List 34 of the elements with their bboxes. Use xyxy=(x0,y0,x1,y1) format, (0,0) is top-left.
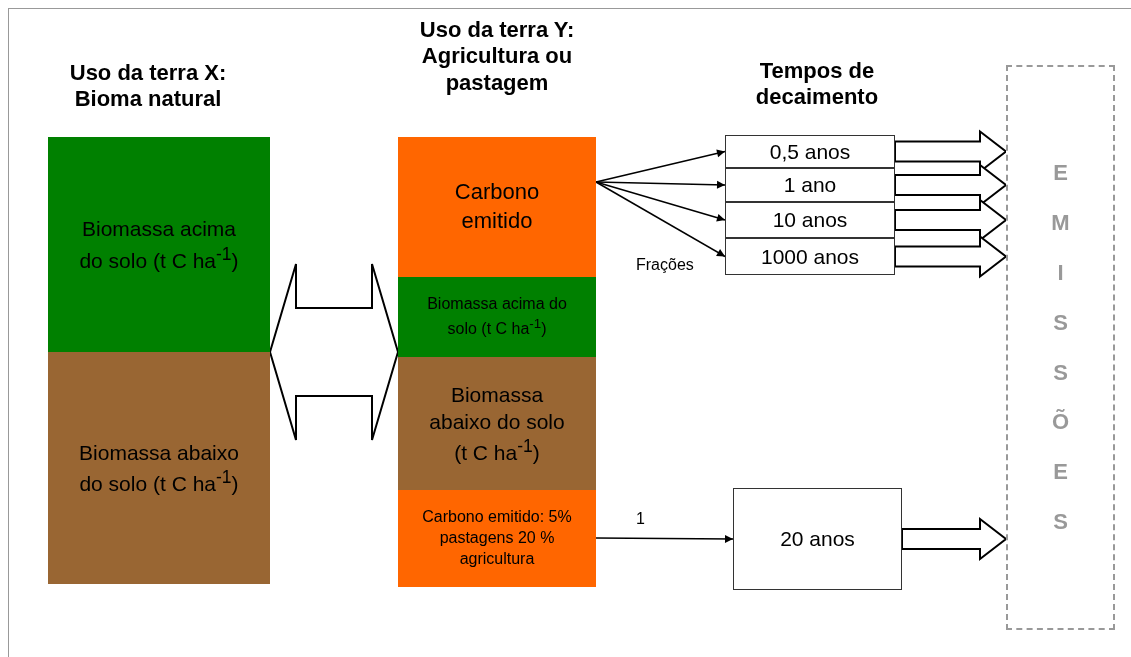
decay-time-box xyxy=(725,202,895,238)
biomass-block xyxy=(48,137,270,352)
arrow xyxy=(595,534,734,543)
block-label: Biomassa abaixo do solo (t C ha$^{-1}$) xyxy=(78,439,240,497)
block-label: Biomassa acima do solo (t C ha$^{-1}$) xyxy=(426,294,568,340)
column-heading: Uso da terra X: Bioma natural xyxy=(68,60,228,113)
biomass-block xyxy=(398,277,596,357)
block-label: Carbono emitido: 5% pastagens 20 % agricultura xyxy=(421,507,573,569)
decay-time-box xyxy=(733,488,902,590)
decay-time-box xyxy=(725,168,895,202)
block-label: Biomassa acima do solo (t C ha$^{-1}$) xyxy=(78,216,240,274)
column-heading: Tempos de decaimento xyxy=(754,58,880,111)
arrow xyxy=(595,181,726,222)
block-label: 1000 anos xyxy=(760,243,860,270)
biomass-block xyxy=(398,357,596,490)
block-arrow xyxy=(894,234,1008,279)
block-label: 10 anos xyxy=(772,207,848,234)
block-label: Biomassa abaixo do solo (t C ha$^{-1}$) xyxy=(428,381,566,467)
block-label: 0,5 anos xyxy=(769,138,851,165)
emissions-box xyxy=(1006,65,1115,630)
biomass-block xyxy=(398,490,596,587)
block-arrow xyxy=(901,516,1008,562)
column-heading: Uso da terra Y: Agricultura ou pastagem xyxy=(418,17,576,97)
block-label: 20 anos xyxy=(780,526,855,553)
biomass-block xyxy=(398,137,596,277)
fraction-label: Frações xyxy=(636,256,694,274)
decay-time-box xyxy=(725,135,895,168)
vertical-label: EMISSÕES xyxy=(1051,158,1070,537)
decay-time-box xyxy=(725,238,895,275)
biomass-block xyxy=(48,352,270,584)
arrow xyxy=(595,181,726,258)
block-label: 1 ano xyxy=(783,172,837,199)
block-label: Carbono emitido xyxy=(453,178,541,235)
double-block-arrow xyxy=(268,263,400,441)
